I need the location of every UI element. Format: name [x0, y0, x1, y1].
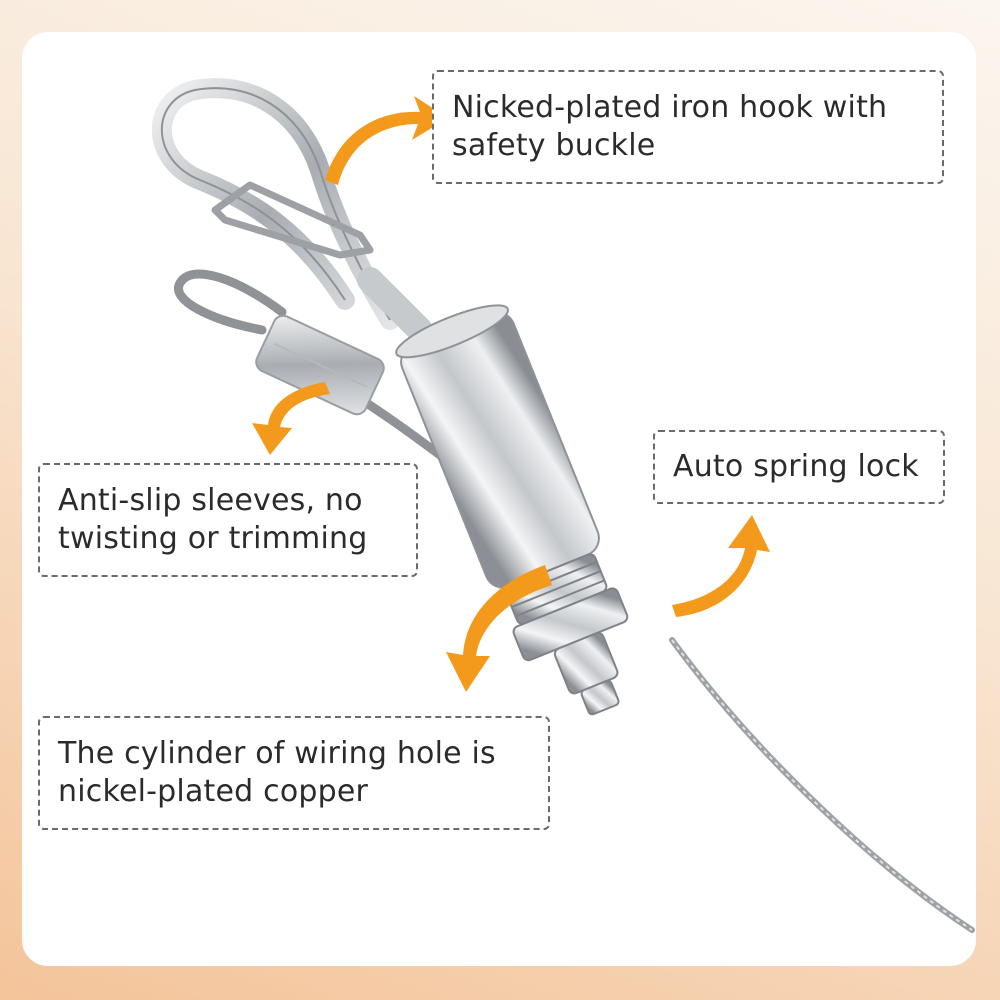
cylinder-callout: The cylinder of wiring hole is nickel-pl…: [38, 716, 550, 830]
curved-arrow-icon: [252, 382, 330, 455]
anti-slip-sleeve: [255, 314, 385, 416]
steel-wire: [669, 637, 975, 933]
curved-arrow-icon: [325, 96, 448, 185]
wiring-cylinder: [395, 304, 629, 716]
sleeves-callout: Anti-slip sleeves, no twisting or trimmi…: [38, 463, 418, 577]
hook-shank: [357, 267, 433, 343]
wire-loop: [174, 269, 287, 335]
safety-buckle: [211, 181, 374, 259]
steel-wire-highlight: [671, 639, 973, 931]
hook-callout: Nicked-plated iron hook with safety buck…: [432, 70, 944, 184]
spring-lock-callout: Auto spring lock: [653, 430, 945, 504]
hook-inner-edge: [160, 87, 391, 321]
curved-arrow-icon: [672, 515, 770, 617]
hook: [151, 78, 400, 330]
curved-arrow-icon: [446, 565, 552, 692]
